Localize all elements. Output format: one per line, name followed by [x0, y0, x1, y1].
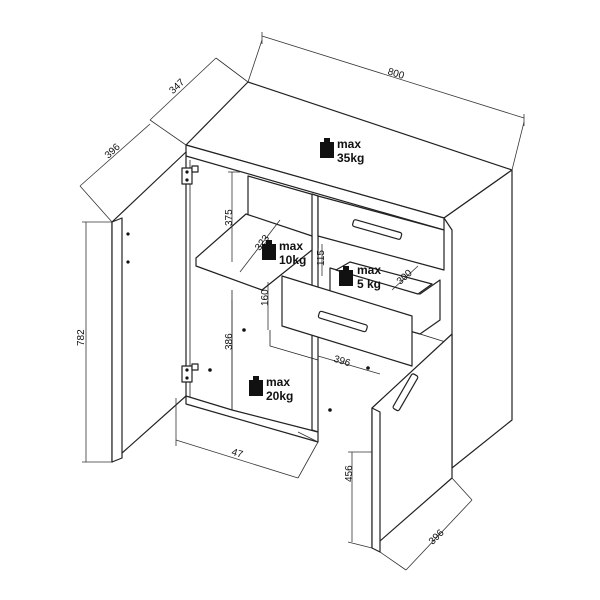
right-door-edge — [371, 407, 381, 553]
upper-drawer-handle — [352, 219, 403, 240]
weight-bottom-line1: max — [266, 375, 290, 389]
weight-drawer-line2: 5 kg — [357, 277, 381, 291]
hinge-icon — [181, 363, 199, 383]
weight-drawer-line1: max — [357, 263, 381, 277]
shelf-peg — [208, 368, 212, 372]
weight-shelf-line1: max — [279, 239, 303, 253]
dim-compartment-height: 386 — [224, 333, 235, 350]
weight-top-line2: 35kg — [337, 151, 364, 165]
dim-width: 800 — [386, 66, 406, 82]
right-door-handle — [392, 373, 419, 412]
door-hole — [126, 260, 130, 264]
weight-icon — [320, 138, 334, 158]
shelf-peg — [328, 408, 332, 412]
weight-limit-shelf: max 10kg — [262, 239, 306, 267]
dim-height: 782 — [76, 329, 87, 346]
shelf-peg — [366, 366, 370, 370]
dim-bottom-depth: 47 — [230, 447, 244, 461]
cabinet-right-side — [443, 169, 513, 469]
dim-shelf-upper-height: 375 — [224, 209, 235, 226]
weight-shelf-line2: 10kg — [279, 253, 306, 267]
left-door-edge — [111, 217, 123, 463]
dim-lower-opening: 160 — [260, 289, 271, 306]
drawer-handle — [317, 310, 368, 333]
dim-compartment-width: 396 — [332, 354, 352, 370]
dimension-lines — [79, 32, 525, 571]
dim-door-width-left: 396 — [103, 141, 123, 161]
weight-limit-top: max 35kg — [320, 137, 364, 165]
weight-limit-drawer: max 5 kg — [339, 263, 381, 291]
dim-drawer-height: 115 — [316, 250, 327, 266]
weight-limit-bottom: max 20kg — [249, 375, 293, 403]
weight-bottom-line2: 20kg — [266, 389, 293, 403]
right-door — [371, 333, 453, 553]
lower-inner-line — [269, 330, 319, 361]
shelf-peg — [242, 328, 246, 332]
left-door-front — [111, 151, 187, 463]
weight-icon — [262, 240, 276, 260]
cabinet-bottom — [185, 395, 319, 443]
weight-icon — [249, 376, 263, 396]
left-door — [111, 151, 199, 463]
hinge-icon — [181, 165, 199, 185]
dim-depth: 347 — [167, 77, 187, 97]
drawer-inner — [335, 261, 433, 295]
weight-icon — [339, 266, 353, 286]
shelf-front-edge — [195, 249, 313, 291]
open-drawer — [281, 261, 441, 367]
door-hole — [126, 232, 130, 236]
dim-door-height-right: 456 — [344, 465, 355, 482]
weight-top-line1: max — [337, 137, 361, 151]
